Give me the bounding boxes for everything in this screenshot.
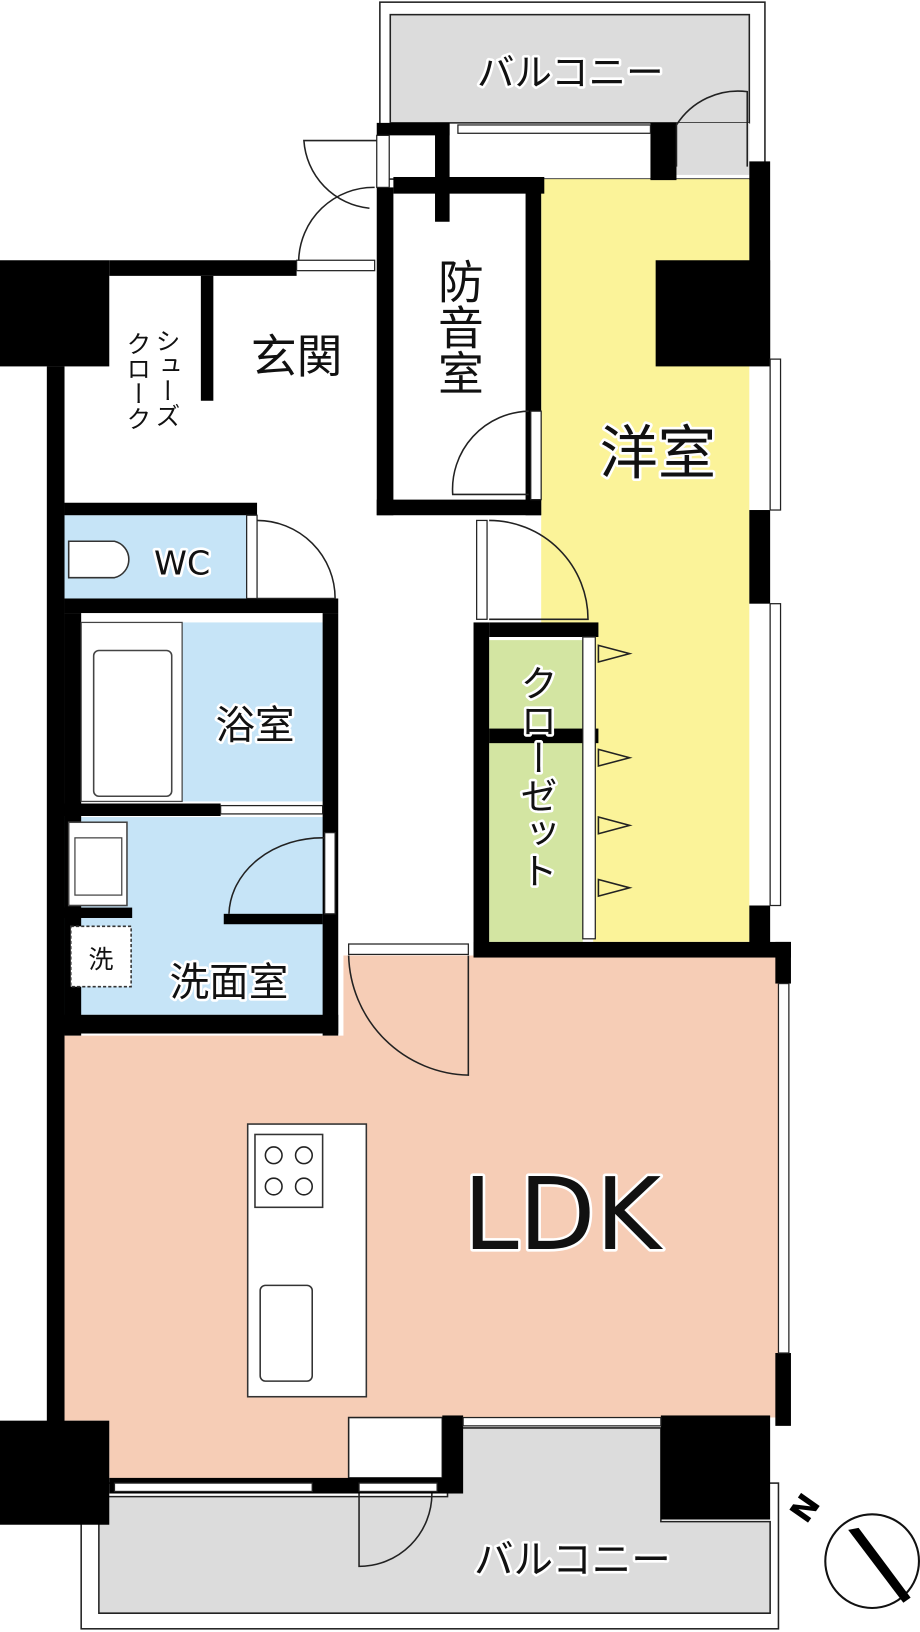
bathtub-icon [80, 621, 183, 803]
storage-box [347, 1416, 444, 1479]
entrance-label: 玄関 [251, 330, 343, 384]
stove-icon [254, 1133, 324, 1209]
kitchen-sink-icon [259, 1284, 313, 1382]
bathroom-floor [182, 622, 323, 802]
balcony-top: バルコニー [379, 1, 766, 180]
compass-north-label: N [783, 1488, 827, 1530]
walls [0, 122, 791, 1525]
windows [113, 124, 790, 1493]
sink-icon [67, 821, 128, 907]
closet-floor [489, 640, 583, 942]
western-room-label: 洋室 [599, 420, 716, 488]
washer-icon: 洗 [69, 925, 132, 988]
wc-label: WC [154, 544, 210, 583]
balcony-top-label: バルコニー [477, 50, 664, 94]
washroom-label: 洗面室 [170, 960, 289, 1006]
door-swings [228, 90, 749, 1568]
bathroom-label: 浴室 [215, 703, 294, 749]
toilet-icon [67, 540, 130, 579]
balcony-bottom-label: バルコニー [474, 1538, 671, 1584]
compass-icon: N [783, 1488, 920, 1610]
ldk-floor [64, 955, 779, 1480]
washer-label: 洗 [88, 945, 113, 974]
soundproof-room-label: 防音室 [431, 258, 485, 395]
closet-label: クローゼット [514, 664, 558, 889]
shoe-closet-label-2: クローク [123, 331, 152, 431]
ldk-label: LDK [463, 1156, 664, 1273]
kitchen-island [246, 1123, 368, 1398]
shoe-closet-label-1: シューズ [152, 328, 181, 428]
